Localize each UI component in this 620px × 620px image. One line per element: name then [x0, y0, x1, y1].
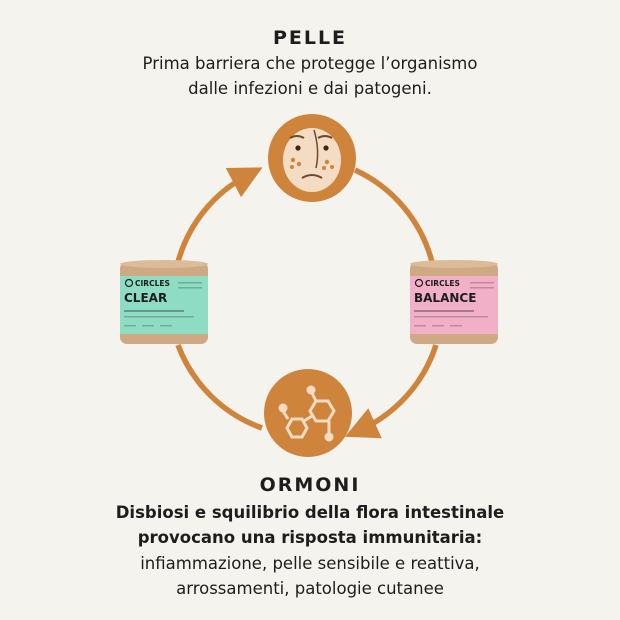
- cycle-arc-right-top: [355, 170, 432, 262]
- bottom-description-bold-line-2: provocano una risposta immunitaria:: [0, 525, 620, 551]
- product-jar-balance: CIRCLES BALANCE: [410, 260, 498, 344]
- clear-product-name: CLEAR: [124, 291, 167, 305]
- face-icon: [268, 114, 356, 202]
- bottom-description-bold-line-1: Disbiosi e squilibrio della flora intest…: [0, 500, 620, 526]
- cycle-arc-right-bottom: [360, 345, 436, 430]
- balance-product-name: BALANCE: [414, 291, 476, 305]
- product-jar-clear: CIRCLES CLEAR: [120, 260, 208, 344]
- cycle-arc-left-top: [178, 175, 248, 262]
- clear-brand-label: CIRCLES: [135, 279, 170, 288]
- bottom-title: ORMONI: [0, 474, 620, 496]
- cycle-arc-left-bottom: [178, 345, 262, 428]
- balance-brand-label: CIRCLES: [425, 279, 460, 288]
- bottom-description-line-2: arrossamenti, patologie cutanee: [0, 576, 620, 601]
- molecule-icon: [264, 369, 352, 457]
- bottom-description-line-1: infiammazione, pelle sensibile e reattiv…: [0, 551, 620, 576]
